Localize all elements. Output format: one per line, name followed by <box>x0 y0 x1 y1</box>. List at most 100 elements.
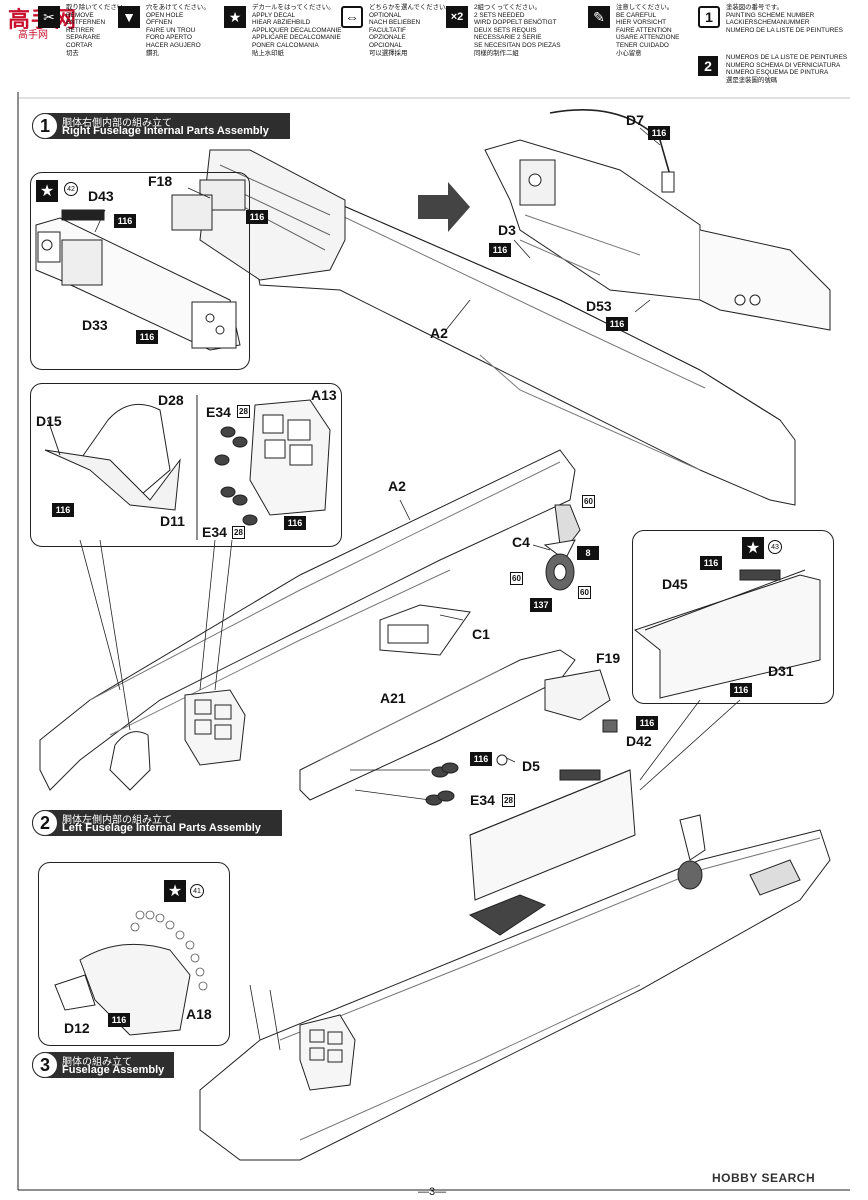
rods-e34-drawing <box>425 762 459 806</box>
paint-code-d43: 116 <box>114 214 136 228</box>
seat-in-fuselage-drawing <box>109 731 151 791</box>
careful-pen-icon: ✎ <box>588 6 610 28</box>
decal-star-icon-43: ★ <box>742 537 764 559</box>
part-label-a13: A13 <box>311 387 337 403</box>
part-label-f18: F18 <box>148 173 173 189</box>
step-1-number: 1 <box>32 113 58 139</box>
legend-bar: 高手网 高手网 ✂ 取り除いてください。 REMOVE ENTFERNEN RE… <box>8 2 858 94</box>
step-1-title-jp: 胴体右側内部の組み立て <box>62 118 172 129</box>
times-two-icon: ×2 <box>446 6 468 28</box>
paint-code-a13: 116 <box>284 516 306 530</box>
legend-optional-text: どちらかを選んでください。 OPTIONAL NACH BELIEBEN FAC… <box>369 4 452 57</box>
step-2-number: 2 <box>32 810 58 836</box>
drill-icon: ▼ <box>118 6 140 28</box>
paint-number-28-top: 28 <box>237 405 250 418</box>
paint-code-d3: 116 <box>489 243 511 257</box>
paint-code-8: 8 <box>577 546 599 560</box>
part-label-a18: A18 <box>186 1006 212 1022</box>
panel-f19-drawing <box>544 669 618 733</box>
step-2-title-en: Left Fuselage Internal Parts Assembly <box>62 822 261 834</box>
legend-open-hole-text: 穴をあけてください。 OPEN HOLE ÖFFNEN FAIRE UN TRO… <box>146 4 210 57</box>
fuselage-assembled-drawing <box>199 829 831 1161</box>
paint-code-d7: 116 <box>648 126 670 140</box>
legend-two-sets-text: 2組つくってください。 2 SETS NEEDED WIRD DOPPELT B… <box>474 4 561 57</box>
panel-d31-box-drawing <box>633 569 821 699</box>
paint-code-d45: 116 <box>700 556 722 570</box>
detail-box-canopy-frame <box>38 862 230 1046</box>
step-3-title-en: Fuselage Assembly <box>62 1064 165 1076</box>
step-3-header: 3 胴体の組み立て Fuselage Assembly <box>32 1052 174 1078</box>
fuselage-left-half-drawing <box>39 449 576 791</box>
paint-number-28-step2: 28 <box>502 794 515 807</box>
part-label-c1: C1 <box>472 626 490 642</box>
fuselage-right-frame-drawing <box>171 149 346 281</box>
part-label-d31: D31 <box>768 663 794 679</box>
part-label-d3: D3 <box>498 222 516 238</box>
part-label-e34-bottom: E34 <box>202 524 227 540</box>
decal-number-42: 42 <box>64 182 78 196</box>
part-label-d45: D45 <box>662 576 688 592</box>
part-label-e34-step2: E34 <box>470 792 495 808</box>
part-label-d5: D5 <box>522 758 540 774</box>
paint-code-d42: 116 <box>636 716 658 730</box>
star-icon: ★ <box>224 6 246 28</box>
part-label-d7: D7 <box>626 112 644 128</box>
hobby-search-watermark: HOBBY SEARCH <box>712 1171 816 1185</box>
panel-in-fuselage-drawing <box>184 689 246 766</box>
detail-panel-a13-drawing <box>214 399 331 526</box>
decal-star-icon: ★ <box>36 180 58 202</box>
scissors-icon: ✂ <box>38 6 60 28</box>
detail-seat-drawing <box>44 403 181 511</box>
part-label-c4: C4 <box>512 534 530 550</box>
step-1-title-en: Right Fuselage Internal Parts Assembly <box>62 125 269 137</box>
part-label-d28: D28 <box>158 392 184 408</box>
detail-box-instrument-panel <box>30 172 250 370</box>
part-label-e34-top: E34 <box>206 404 231 420</box>
decal-star-icon-41: ★ <box>164 880 186 902</box>
part-label-d12: D12 <box>64 1020 90 1036</box>
page-number: —3— <box>418 1186 447 1198</box>
part-label-a2-middle: A2 <box>388 478 406 494</box>
part-label-d33: D33 <box>82 317 108 333</box>
detail-box-seat-and-panel <box>30 383 342 547</box>
paint-scheme-2-text: NUMEROS DE LA LISTE DE PEINTURES NUMERO … <box>726 54 848 84</box>
part-label-a21: A21 <box>380 690 406 706</box>
paint-number-60-a: 60 <box>582 495 595 508</box>
part-label-d43: D43 <box>88 188 114 204</box>
paint-number-60-b: 60 <box>510 572 523 585</box>
paint-code-a21: 116 <box>470 752 492 766</box>
part-label-d53: D53 <box>586 298 612 314</box>
step3-gear-drawing <box>677 814 706 890</box>
leader-lines-step3 <box>249 984 281 1051</box>
legend-apply-decal-text: デカールをはってください。 APPLY DECAL HIEAR ABZIEHBI… <box>252 4 342 57</box>
part-label-a2-top: A2 <box>430 325 448 341</box>
legend-remove-text: 取り除いてください。 REMOVE ENTFERNEN RETIRER SEPA… <box>66 4 130 57</box>
step-3-title-jp: 胴体の組み立て <box>62 1057 132 1068</box>
detail-box3-drawing <box>54 910 208 1036</box>
watermark-sub: 高手网 <box>18 30 48 41</box>
fuselage-a21-drawing <box>299 649 576 801</box>
assembly-arrow <box>418 182 470 232</box>
paint-code-f18: 116 <box>246 210 268 224</box>
paint-code-d12: 116 <box>108 1013 130 1027</box>
paint-code-d31: 116 <box>730 683 752 697</box>
panel-d31-lower-drawing <box>469 769 636 901</box>
step-2-title-jp: 胴体左側内部の組み立て <box>62 815 172 826</box>
paint-code-d15: 116 <box>52 503 74 517</box>
paint-code-d33: 116 <box>136 330 158 344</box>
legend-be-careful-text: 注意してください。 BE CAREFUL HIER VORSICHT FAIRE… <box>616 4 680 57</box>
step-2-header: 2 胴体左側内部の組み立て Left Fuselage Internal Par… <box>32 810 282 836</box>
fuselage-right-half-drawing <box>254 199 796 506</box>
decal-number-43: 43 <box>768 540 782 554</box>
paint-scheme-2-icon: 2 <box>698 56 718 76</box>
part-label-d11: D11 <box>160 513 185 529</box>
decal-number-41: 41 <box>190 884 204 898</box>
step-1-header: 1 胴体右側内部の組み立て Right Fuselage Internal Pa… <box>32 113 290 139</box>
paint-code-d53: 116 <box>606 317 628 331</box>
paint-number-28-bottom: 28 <box>232 526 245 539</box>
paint-scheme-1-icon: 1 <box>698 6 720 28</box>
detail-box-side-panel <box>632 530 834 704</box>
detail-box1-drawing <box>35 209 241 351</box>
leader-lines-step2 <box>79 499 551 731</box>
part-label-d15: D15 <box>36 413 62 429</box>
